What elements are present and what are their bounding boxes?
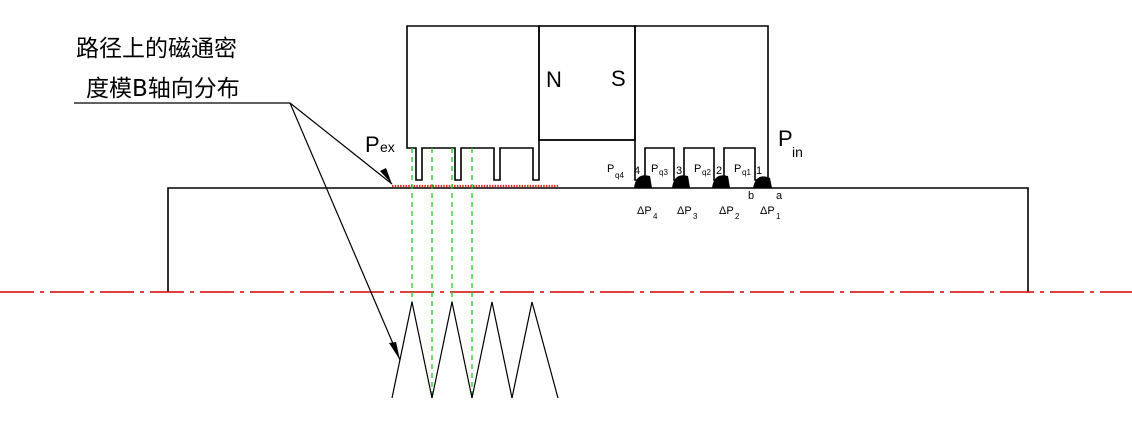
north-pole-label: N [546,67,562,92]
svg-text:P: P [651,163,658,175]
point-a-label: a [776,190,783,202]
south-pole-label: S [611,66,626,91]
svg-text:3: 3 [693,212,698,221]
annotation-line-2: 度模B轴向分布 [86,76,240,102]
svg-text:q1: q1 [742,168,751,177]
left-pole-piece [406,25,540,181]
svg-text:in: in [792,144,803,160]
svg-text:4: 4 [653,212,658,221]
delta-p2-label: ΔP 2 [719,205,740,221]
svg-text:P: P [694,163,701,175]
delta-p1-label: ΔP 1 [760,205,781,221]
stage-number-2: 2 [716,165,722,177]
svg-text:2: 2 [735,212,740,221]
svg-text:q2: q2 [702,168,711,177]
fluid-seal-2 [712,175,730,188]
svg-text:P: P [365,132,380,157]
svg-text:ΔP: ΔP [677,205,692,217]
magnet-housing [406,25,769,181]
fluid-seal-3 [672,175,690,188]
fluid-seal-1 [753,176,772,188]
shaft [167,187,1029,292]
svg-text:ΔP: ΔP [637,205,652,217]
pq3-label: P q3 [651,163,668,177]
inner-pressure-label: P in [778,126,803,160]
fluid-seal-4 [634,175,652,188]
pq4-label: P q4 [607,163,624,180]
svg-text:q3: q3 [659,168,668,177]
svg-text:ex: ex [380,139,395,155]
outer-pressure-label: P ex [365,132,395,157]
stage-number-3: 3 [676,165,682,177]
svg-text:ΔP: ΔP [760,205,775,217]
pq2-label: P q2 [694,163,711,177]
svg-text:1: 1 [776,212,781,221]
stage-number-1: 1 [756,165,762,177]
stage-number-4: 4 [634,165,640,177]
svg-text:ΔP: ΔP [719,205,734,217]
delta-p4-label: ΔP 4 [637,205,658,221]
svg-text:P: P [778,126,793,151]
svg-text:P: P [734,163,741,175]
svg-text:q4: q4 [615,171,624,180]
svg-text:P: P [607,163,614,175]
point-b-label: b [748,190,754,202]
magnetic-fluid-seals [634,175,772,188]
flux-density-waveform [391,301,559,399]
flux-projection-guides [411,148,473,396]
right-pole-piece [634,25,769,181]
pq1-label: P q1 [734,163,751,177]
annotation-line-1: 路径上的磁通密 [76,36,237,62]
annotation-leaders [74,102,401,361]
delta-p3-label: ΔP 3 [677,205,698,221]
